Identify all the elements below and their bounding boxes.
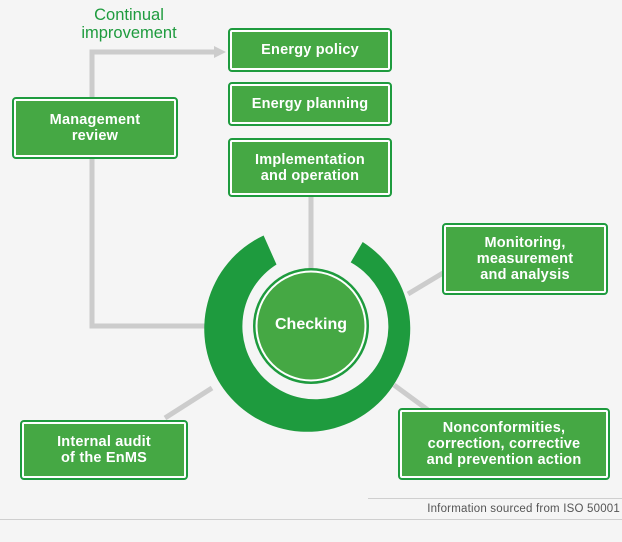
checking-label: Checking <box>274 316 347 333</box>
nonconformities-label: Nonconformities, correction, corrective … <box>426 420 582 468</box>
monitoring-box: Monitoring, measurement and analysis <box>442 223 608 295</box>
management-review-label: Management review <box>49 112 141 144</box>
bottom-divider <box>0 519 622 520</box>
connector-nonconformities <box>392 382 430 413</box>
implementation-label: Implementation and operation <box>255 151 365 184</box>
connector-loop <box>89 49 214 329</box>
source-divider <box>368 498 622 499</box>
energy-policy-box: Energy policy <box>228 28 392 72</box>
source-note: Information sourced from ISO 50001 <box>427 503 620 515</box>
internal-audit-box: Internal audit of the EnMS <box>20 420 188 480</box>
management-review-box: Management review <box>12 97 178 159</box>
internal-audit-label: Internal audit of the EnMS <box>57 434 151 466</box>
nonconformities-box: Nonconformities, correction, corrective … <box>398 408 610 480</box>
monitoring-label: Monitoring, measurement and analysis <box>476 235 574 283</box>
connector-monitoring <box>406 267 450 297</box>
checking-ring <box>204 235 411 432</box>
arrow-head-icon <box>214 46 226 58</box>
implementation-box: Implementation and operation <box>228 138 392 197</box>
checking-circle <box>257 272 365 380</box>
connector-audit <box>163 385 214 421</box>
energy-planning-box: Energy planning <box>228 82 392 126</box>
continual-improvement-label: Continual improvement <box>81 6 177 42</box>
energy-planning-label: Energy planning <box>251 96 369 112</box>
energy-policy-label: Energy policy <box>261 42 359 58</box>
connectors <box>89 49 450 421</box>
